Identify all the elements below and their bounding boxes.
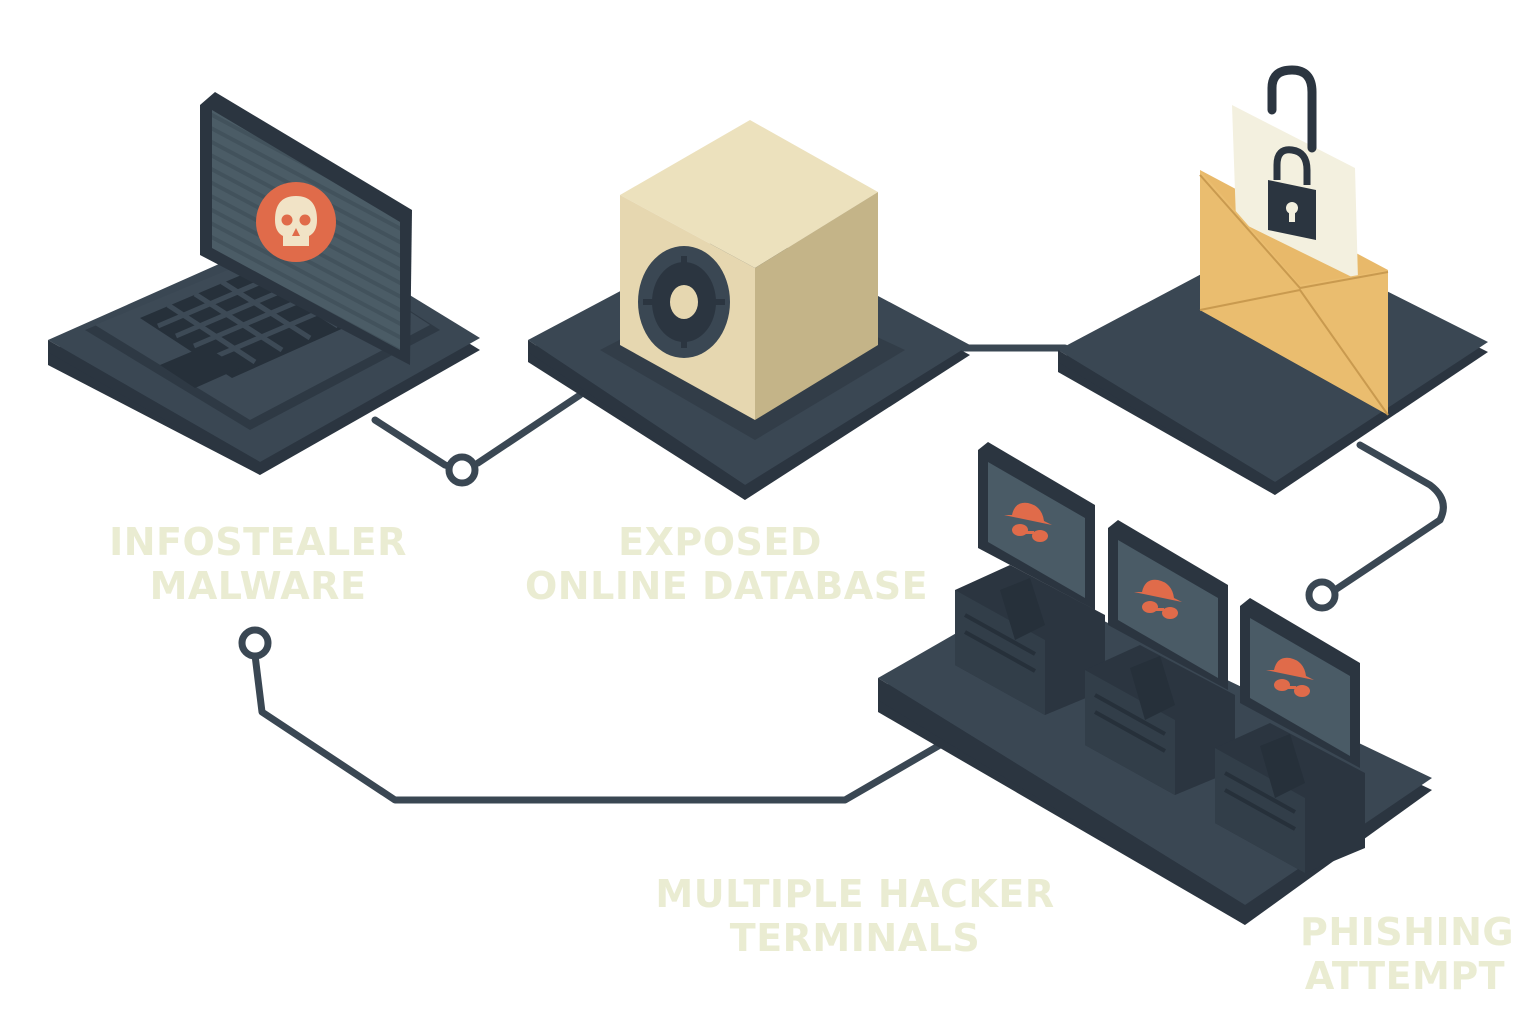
connector-nodes [238, 453, 1339, 660]
label-exposed-database: EXPOSED ONLINE DATABASE [525, 520, 929, 608]
label-database-line2: ONLINE DATABASE [525, 564, 929, 608]
terminal-screen-1 [988, 462, 1085, 598]
label-hackers-line1: MULTIPLE HACKER [655, 872, 1055, 916]
label-multiple-hacker-terminals: MULTIPLE HACKER TERMINALS [650, 872, 1060, 960]
touchpad [160, 346, 240, 388]
connector-node-to-hackers [251, 651, 944, 804]
hacker-terminal-2 [1085, 520, 1235, 795]
connector-node-1 [445, 453, 479, 487]
hacker-terminals [878, 442, 1432, 925]
connector-envelope-to-node [1331, 441, 1447, 594]
label-hackers-line2: TERMINALS [729, 916, 981, 960]
label-database-line1: EXPOSED [618, 520, 822, 564]
label-infostealer-line1: INFOSTEALER [109, 520, 407, 564]
label-phishing-line1: PHISHING [1300, 910, 1515, 954]
connector-node-to-safe [474, 391, 584, 467]
skull-icon [256, 182, 336, 262]
connector-node-3 [238, 626, 272, 660]
label-infostealer-line2: MALWARE [149, 564, 367, 608]
phishing-envelope [1058, 65, 1488, 495]
hacker-terminal-3 [1215, 598, 1365, 873]
label-phishing-attempt: PHISHING ATTEMPT [1300, 910, 1515, 998]
database-safe [528, 120, 970, 500]
laptop-infostealer [48, 92, 480, 475]
hacker-spy-icon [1134, 579, 1182, 619]
connector-node-2 [1305, 578, 1339, 612]
lock-icon [1268, 146, 1316, 240]
label-phishing-line2: ATTEMPT [1304, 954, 1506, 998]
safe-dial-icon [638, 246, 730, 358]
label-infostealer-malware: INFOSTEALER MALWARE [108, 520, 408, 608]
hacker-terminal-1 [955, 442, 1105, 715]
hacker-spy-icon [1266, 657, 1314, 697]
hacker-spy-icon [1004, 502, 1052, 542]
